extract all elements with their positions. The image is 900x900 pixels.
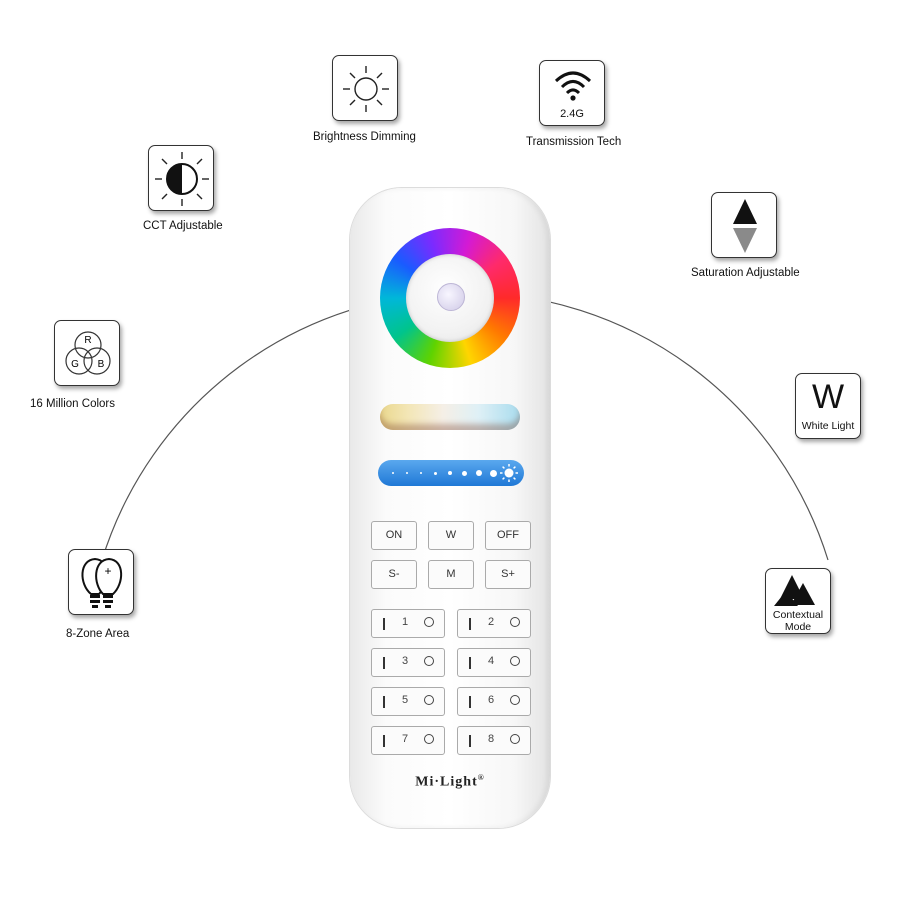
center-indicator xyxy=(437,283,465,311)
feature-label-line2: Mode xyxy=(784,621,812,633)
color-wheel-center xyxy=(406,254,494,342)
brightness-dot xyxy=(434,471,437,475)
brightness-dot xyxy=(406,472,408,474)
zone-off-circle xyxy=(510,734,520,744)
zone-off-circle xyxy=(424,695,434,705)
speed-down-button[interactable]: S- xyxy=(371,560,417,589)
feature-label: White Light xyxy=(801,420,855,432)
zone-off-circle xyxy=(510,617,520,627)
zone-4-button[interactable]: 4 xyxy=(457,648,531,677)
color-wheel[interactable] xyxy=(380,228,520,368)
brand-name: Mi·Light xyxy=(415,774,478,790)
zone-on-bar xyxy=(469,696,471,708)
feature-label: 16 Million Colors xyxy=(30,398,116,410)
sun-icon xyxy=(500,464,518,482)
zone-number: 6 xyxy=(488,694,495,706)
rgb-b-letter: B xyxy=(98,359,105,370)
zone-on-bar xyxy=(469,735,471,747)
zone-1-button[interactable]: 1 xyxy=(371,609,445,638)
registered-mark: ® xyxy=(477,773,485,782)
feature-label: 8-Zone Area xyxy=(66,628,130,640)
half-sun-icon xyxy=(148,145,214,211)
sun-outline-icon xyxy=(332,55,398,121)
zone-number: 2 xyxy=(488,616,495,628)
zone-number: 7 xyxy=(402,733,409,745)
zone-on-bar xyxy=(469,657,471,669)
off-button[interactable]: OFF xyxy=(485,521,531,550)
wifi-band-text: 2.4G xyxy=(560,108,584,120)
white-button[interactable]: W xyxy=(428,521,474,550)
zone-2-button[interactable]: 2 xyxy=(457,609,531,638)
brightness-dot xyxy=(476,470,482,476)
diamond-gradient-icon xyxy=(711,192,777,258)
feature-label: CCT Adjustable xyxy=(143,220,223,232)
zone-on-bar xyxy=(469,618,471,630)
zone-off-circle xyxy=(424,617,434,627)
plus-sign: + xyxy=(104,564,111,578)
on-button[interactable]: ON xyxy=(371,521,417,550)
mountains-icon: Contextual Mode xyxy=(765,568,831,634)
mode-button[interactable]: M xyxy=(428,560,474,589)
white-letter: W xyxy=(811,378,845,416)
rgb-g-letter: G xyxy=(71,359,79,370)
zone-number: 1 xyxy=(402,616,409,628)
zone-off-circle xyxy=(424,734,434,744)
zone-off-circle xyxy=(424,656,434,666)
zone-on-bar xyxy=(383,735,385,747)
wifi-icon: 2.4G xyxy=(539,60,605,126)
brand-logo: Mi·Light® xyxy=(350,773,550,791)
speed-up-button[interactable]: S+ xyxy=(485,560,531,589)
feature-label: Brightness Dimming xyxy=(313,131,416,143)
feature-label: Saturation Adjustable xyxy=(691,267,800,279)
feature-label: Transmission Tech xyxy=(526,136,622,148)
white-light-icon: W White Light xyxy=(795,373,861,439)
brightness-dot xyxy=(392,472,394,474)
zone-3-button[interactable]: 3 xyxy=(371,648,445,677)
zone-5-button[interactable]: 5 xyxy=(371,687,445,716)
zone-off-circle xyxy=(510,656,520,666)
zone-on-bar xyxy=(383,657,385,669)
zone-off-circle xyxy=(510,695,520,705)
zone-number: 8 xyxy=(488,733,495,745)
zone-number: 5 xyxy=(402,694,409,706)
brightness-dot xyxy=(490,469,497,477)
bulbs-icon: + xyxy=(68,549,134,615)
rgb-r-letter: R xyxy=(84,335,91,346)
zone-number: 3 xyxy=(402,655,409,667)
brightness-slider[interactable] xyxy=(378,460,524,486)
zone-8-button[interactable]: 8 xyxy=(457,726,531,755)
remote-control: ON W OFF S- M S+ 1 2 3 4 5 6 7 8 Mi·Ligh… xyxy=(350,188,550,828)
brightness-dot xyxy=(420,472,422,474)
zone-number: 4 xyxy=(488,655,495,667)
brightness-dot xyxy=(448,471,452,475)
cct-slider[interactable] xyxy=(380,404,520,430)
zone-on-bar xyxy=(383,618,385,630)
zone-on-bar xyxy=(383,696,385,708)
rgb-circles-icon: R G B xyxy=(54,320,120,386)
zone-7-button[interactable]: 7 xyxy=(371,726,445,755)
zone-6-button[interactable]: 6 xyxy=(457,687,531,716)
feature-label-line1: Contextual xyxy=(772,609,824,621)
brightness-dot xyxy=(462,470,467,476)
